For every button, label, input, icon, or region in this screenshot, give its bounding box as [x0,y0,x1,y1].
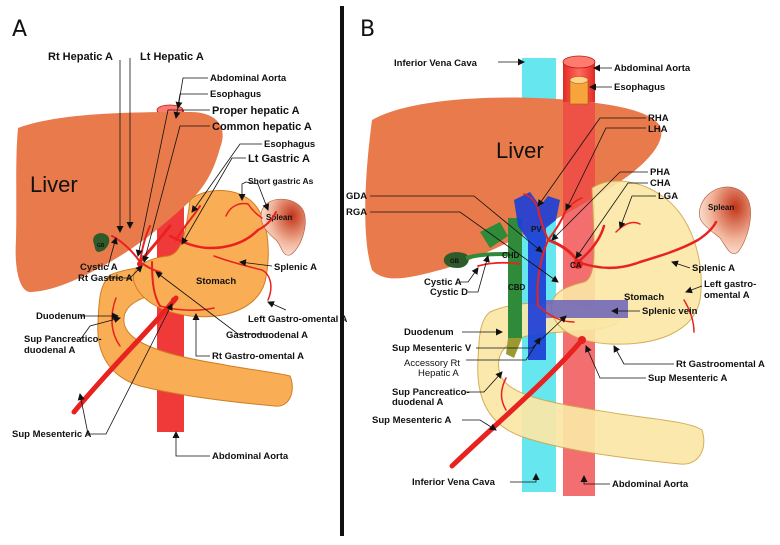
left-gastro-label-b-1: Left gastro- [704,279,756,290]
panel-a-letter: A [12,17,27,42]
accessory-label-b-2: Hepatic A [418,368,459,379]
esophagus-label-b: Esophagus [614,82,665,93]
pha-label-b: PHA [650,167,670,178]
splenic-vein-b [546,300,628,318]
panel-b: B Liver Stomach Splean GB CHD CBD PV [346,17,765,496]
liver-label-a: Liver [30,172,78,197]
liver-a [15,112,223,293]
spleen-label-b: Splean [708,203,734,212]
panel-divider [340,6,344,536]
abdominal-aorta-bottom-label-a: Abdominal Aorta [212,451,289,462]
rt-hepatic-a-label: Rt Hepatic A [48,51,113,63]
panel-b-letter: B [360,17,375,42]
aorta-top-opening-b [562,55,596,69]
ivc-top-label-b: Inferior Vena Cava [394,58,478,69]
lga-label-b: LGA [658,191,678,202]
ca-label-b: CA [570,261,582,270]
lha-label-b: LHA [648,124,668,135]
leaders-b [370,58,703,485]
ivc-bottom-label-b: Inferior Vena Cava [412,477,496,488]
abdominal-aorta-top-label-a: Abdominal Aorta [210,73,287,84]
abdominal-aorta-bottom-label-b: Abdominal Aorta [612,479,689,490]
accessory-label-b-1: Accessory Rt [404,358,460,369]
sup-pancreatico-label-a-1: Sup Pancreatico- [24,334,102,345]
common-bile-duct-b [508,218,522,338]
cbd-label-b: CBD [508,283,526,292]
spleen-a [260,198,306,256]
pv-label-b: PV [531,225,542,234]
short-gastric-label-a: Short gastric As [248,176,314,186]
gastroduodenal-label-a: Gastroduodenal A [226,330,308,341]
left-gastro-omental-label-a: Left Gastro-omental A [248,314,348,325]
esophagus-top-label-a: Esophagus [210,89,261,100]
common-hepatic-label-a: Common hepatic A [212,121,312,133]
sup-mesenteric-v-label-b: Sup Mesenteric V [392,343,472,354]
splenic-a-label-b: Splenic A [692,263,735,274]
gb-label-a: GB [97,243,105,249]
rt-gastro-omental-label-a: Rt Gastro-omental A [212,351,304,362]
sup-mesenteric-a-left-label-b: Sup Mesenteric A [372,415,452,426]
hepatic-duct-b [480,222,508,248]
chd-label-b: CHD [502,251,520,260]
spleen-label-a: Splean [266,213,292,222]
rga-label-b: RGA [346,207,367,218]
stomach-label-b: Stomach [624,292,664,303]
splenic-label-a: Splenic A [274,262,317,273]
left-gastro-label-b-2: omental A [704,290,750,301]
duodenum-label-b: Duodenum [404,327,454,338]
gallbladder-a [93,233,110,252]
panel-a: A Liver GB Stomach Splean [12,17,348,462]
duodenum-label-a: Duodenum [36,311,86,322]
spleen-b [698,186,751,254]
gda-label-b: GDA [346,191,367,202]
esophagus-mid-label-a: Esophagus [264,139,315,150]
cystic-a-label-b: Cystic A [424,277,462,288]
sup-pancreatico-label-a-2: duodenal A [24,345,76,356]
cystic-label-a: Cystic A [80,262,118,273]
rha-label-b: RHA [648,113,669,124]
splenic-vein-label-b: Splenic vein [642,306,698,317]
gb-label-b: GB [450,259,460,265]
lt-hepatic-a-label: Lt Hepatic A [140,51,204,63]
cystic-d-label-b: Cystic D [430,287,468,298]
cha-label-b: CHA [650,178,671,189]
leaders-a [77,58,287,457]
arteries-b [449,193,718,469]
rt-gastroomental-label-b: Rt Gastroomental A [676,359,765,370]
rt-gastric-label-a: Rt Gastric A [78,273,133,284]
liver-label-b: Liver [496,138,544,163]
stomach-label-a: Stomach [196,276,236,287]
sup-mesenteric-a-right-label-b: Sup Mesenteric A [648,373,728,384]
sup-mesenteric-label-a: Sup Mesenteric A [12,429,92,440]
abdominal-aorta-top-label-b: Abdominal Aorta [614,63,691,74]
sup-pancreatico-label-b-1: Sup Pancreatico- [392,387,470,398]
proper-hepatic-label-a: Proper hepatic A [212,105,300,117]
sup-pancreatico-label-b-2: duodenal A [392,397,444,408]
lt-gastric-label-a: Lt Gastric A [248,153,310,165]
portal-vein-b [514,192,560,360]
gallbladder-b [443,252,469,268]
